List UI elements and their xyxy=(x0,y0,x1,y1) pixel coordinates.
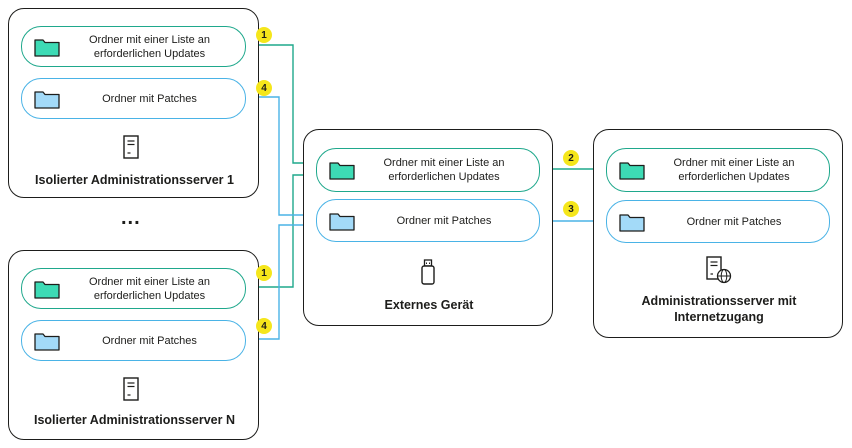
more-servers-ellipsis: ... xyxy=(121,207,141,229)
usb-drive-icon xyxy=(421,259,435,285)
isolated-server-n-panel: Ordner mit einer Liste an erforderlichen… xyxy=(8,250,259,440)
server-icon xyxy=(123,377,139,401)
patches-folder-label: Ordner mit Patches xyxy=(102,92,197,105)
folder-icon xyxy=(619,213,645,232)
updates-folder-label: Ordner mit einer Liste an erforderlichen… xyxy=(88,275,211,302)
folder-icon xyxy=(34,90,60,109)
external-device-panel: Ordner mit einer Liste an erforderlichen… xyxy=(303,129,553,326)
server-globe-icon xyxy=(706,256,732,284)
server-title: Isolierter Administrationsserver N xyxy=(34,413,235,427)
updates-folder-item[interactable]: Ordner mit einer Liste an erforderlichen… xyxy=(21,268,246,309)
updates-folder-item[interactable]: Ordner mit einer Liste an erforderlichen… xyxy=(606,148,830,192)
updates-folder-item[interactable]: Ordner mit einer Liste an erforderlichen… xyxy=(21,26,246,67)
arrow-step4-server1 xyxy=(245,93,318,216)
folder-icon xyxy=(329,212,355,231)
folder-icon xyxy=(34,38,60,57)
arrow-step4-serverN xyxy=(245,224,318,343)
patches-folder-label: Ordner mit Patches xyxy=(102,334,197,347)
patches-folder-item[interactable]: Ordner mit Patches xyxy=(21,78,246,119)
updates-folder-label: Ordner mit einer Liste an erforderlichen… xyxy=(88,33,211,60)
patches-folder-item[interactable]: Ordner mit Patches xyxy=(606,200,830,243)
server-icon xyxy=(123,135,139,159)
patches-folder-label: Ordner mit Patches xyxy=(686,215,782,228)
patches-folder-label: Ordner mit Patches xyxy=(396,214,492,227)
isolated-server-1-panel: Ordner mit einer Liste an erforderlichen… xyxy=(8,8,259,198)
server-title: Isolierter Administrationsserver 1 xyxy=(35,173,234,187)
step-badge: 1 xyxy=(256,265,272,281)
patches-folder-item[interactable]: Ordner mit Patches xyxy=(316,199,540,242)
folder-icon xyxy=(34,332,60,351)
step-badge: 2 xyxy=(563,150,579,166)
step-badge: 3 xyxy=(563,201,579,217)
step-badge: 1 xyxy=(256,27,272,43)
server-title: Administrationsserver mit Internetzugang xyxy=(641,294,797,324)
updates-folder-label: Ordner mit einer Liste an erforderlichen… xyxy=(673,157,795,183)
updates-folder-label: Ordner mit einer Liste an erforderlichen… xyxy=(383,157,505,183)
internet-server-panel: Ordner mit einer Liste an erforderlichen… xyxy=(593,129,843,338)
step-badge: 4 xyxy=(256,318,272,334)
patches-folder-item[interactable]: Ordner mit Patches xyxy=(21,320,246,361)
device-title: Externes Gerät xyxy=(384,298,474,312)
folder-icon xyxy=(329,162,355,180)
folder-icon xyxy=(619,162,645,180)
step-badge: 4 xyxy=(256,80,272,96)
updates-folder-item[interactable]: Ordner mit einer Liste an erforderlichen… xyxy=(316,148,540,192)
folder-icon xyxy=(34,280,60,299)
